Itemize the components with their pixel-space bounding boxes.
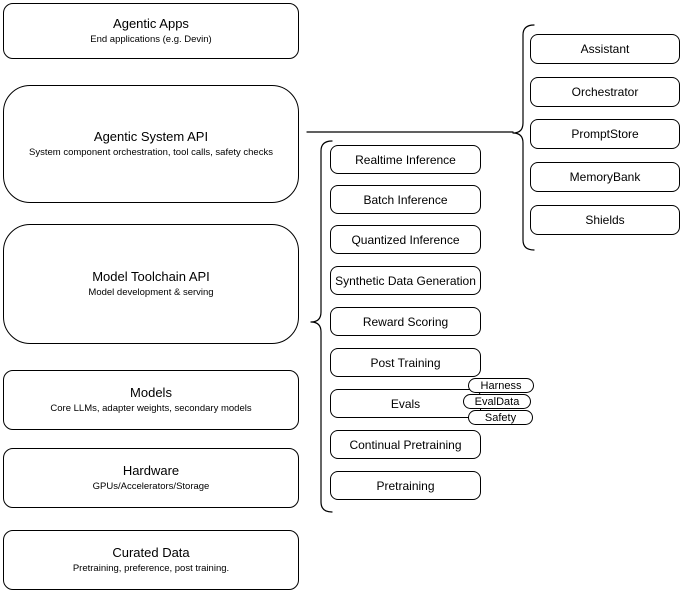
node-assistant: Assistant xyxy=(530,34,680,64)
node-curated-data-title: Curated Data xyxy=(112,544,190,560)
node-model-toolchain-api: Model Toolchain API Model development & … xyxy=(3,224,299,344)
tag-harness: Harness xyxy=(468,378,534,393)
node-model-toolchain-api-title: Model Toolchain API xyxy=(92,268,210,284)
node-curated-data-subtitle: Pretraining, preference, post training. xyxy=(72,562,230,574)
node-realtime-inference: Realtime Inference xyxy=(330,145,481,174)
node-agentic-system-api: Agentic System API System component orch… xyxy=(3,85,299,203)
node-agentic-apps-title: Agentic Apps xyxy=(113,15,189,31)
node-models-subtitle: Core LLMs, adapter weights, secondary mo… xyxy=(50,402,252,414)
node-hardware: Hardware GPUs/Accelerators/Storage xyxy=(3,448,299,508)
node-curated-data: Curated Data Pretraining, preference, po… xyxy=(3,530,299,590)
node-model-toolchain-api-subtitle: Model development & serving xyxy=(88,286,214,298)
tag-evaldata: EvalData xyxy=(463,394,531,409)
node-reward-scoring: Reward Scoring xyxy=(330,307,481,336)
node-continual-pretraining: Continual Pretraining xyxy=(330,430,481,459)
node-hardware-subtitle: GPUs/Accelerators/Storage xyxy=(92,480,210,492)
node-promptstore: PromptStore xyxy=(530,119,680,149)
node-memorybank: MemoryBank xyxy=(530,162,680,192)
node-synthetic-data-generation: Synthetic Data Generation xyxy=(330,266,481,295)
node-batch-inference: Batch Inference xyxy=(330,185,481,214)
node-models-title: Models xyxy=(130,384,172,400)
node-agentic-apps-subtitle: End applications (e.g. Devin) xyxy=(90,33,212,45)
node-shields: Shields xyxy=(530,205,680,235)
node-orchestrator: Orchestrator xyxy=(530,77,680,107)
node-post-training: Post Training xyxy=(330,348,481,377)
node-agentic-apps: Agentic Apps End applications (e.g. Devi… xyxy=(3,3,299,59)
node-evals: Evals xyxy=(330,389,481,418)
node-quantized-inference: Quantized Inference xyxy=(330,225,481,254)
node-pretraining: Pretraining xyxy=(330,471,481,500)
node-models: Models Core LLMs, adapter weights, secon… xyxy=(3,370,299,430)
node-hardware-title: Hardware xyxy=(122,462,180,478)
node-agentic-system-api-subtitle: System component orchestration, tool cal… xyxy=(29,146,273,158)
toolchain-brace xyxy=(310,140,333,513)
tag-safety: Safety xyxy=(468,410,533,425)
node-agentic-system-api-title: Agentic System API xyxy=(93,128,209,144)
